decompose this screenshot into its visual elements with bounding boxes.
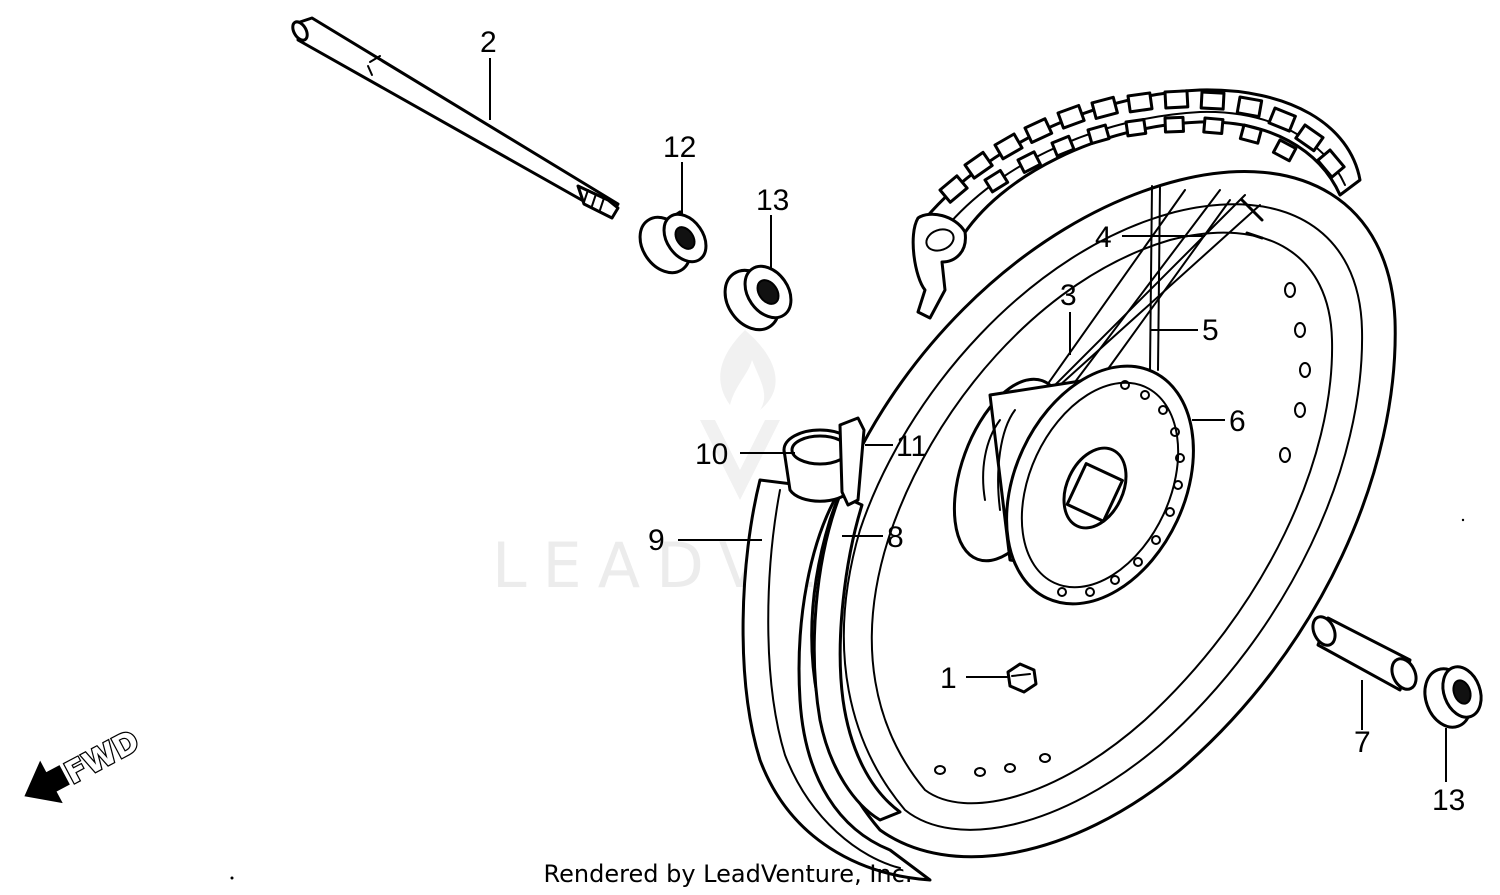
- callout-4: 4: [1095, 221, 1112, 254]
- callout-7: 7: [1354, 726, 1371, 759]
- watermark-logo: [700, 330, 780, 500]
- valve-part: [782, 428, 858, 503]
- rim-band-part: [812, 493, 902, 822]
- forward-arrow-icon: [24, 760, 70, 804]
- callout-12: 12: [663, 131, 696, 164]
- spoke-nipple-part: [1006, 662, 1038, 694]
- bearing-13-lower-part: [1423, 665, 1483, 729]
- spokes-part: [1039, 185, 1264, 396]
- callout-3: 3: [1060, 279, 1077, 312]
- axle-part: [291, 16, 620, 220]
- bearing-13-upper-part: [723, 264, 793, 332]
- forward-direction-indicator: FWD: [24, 723, 146, 804]
- callout-8: 8: [887, 521, 904, 554]
- callout-1: 1: [940, 662, 957, 695]
- footer-text: Rendered by LeadVenture, Inc.: [543, 860, 913, 888]
- callout-13-upper: 13: [756, 184, 789, 217]
- callout-9: 9: [648, 524, 665, 557]
- hub-flange-holes: [1057, 380, 1185, 597]
- footer-credit: Rendered by LeadVenture, Inc.: [0, 860, 1500, 888]
- callout-11: 11: [896, 430, 927, 463]
- callout-10: 10: [695, 438, 728, 471]
- callout-6: 6: [1229, 405, 1246, 438]
- forward-label: FWD: [59, 724, 145, 792]
- tire-tread: [938, 89, 1346, 204]
- leader-lines: [489, 58, 1447, 782]
- collar-part: [1311, 615, 1418, 692]
- callout-13-lower: 13: [1432, 784, 1465, 817]
- tube-part: [741, 478, 932, 882]
- callout-5: 5: [1202, 314, 1219, 347]
- protector-part: [838, 416, 866, 507]
- callout-2: 2: [480, 26, 497, 59]
- rim-spoke-holes: [934, 282, 1311, 777]
- stray-dot: [1461, 518, 1465, 522]
- bearing-12-part: [638, 210, 708, 275]
- stray-dot: [230, 876, 234, 880]
- tire-part: [911, 88, 1362, 320]
- hub-part: [952, 364, 1195, 606]
